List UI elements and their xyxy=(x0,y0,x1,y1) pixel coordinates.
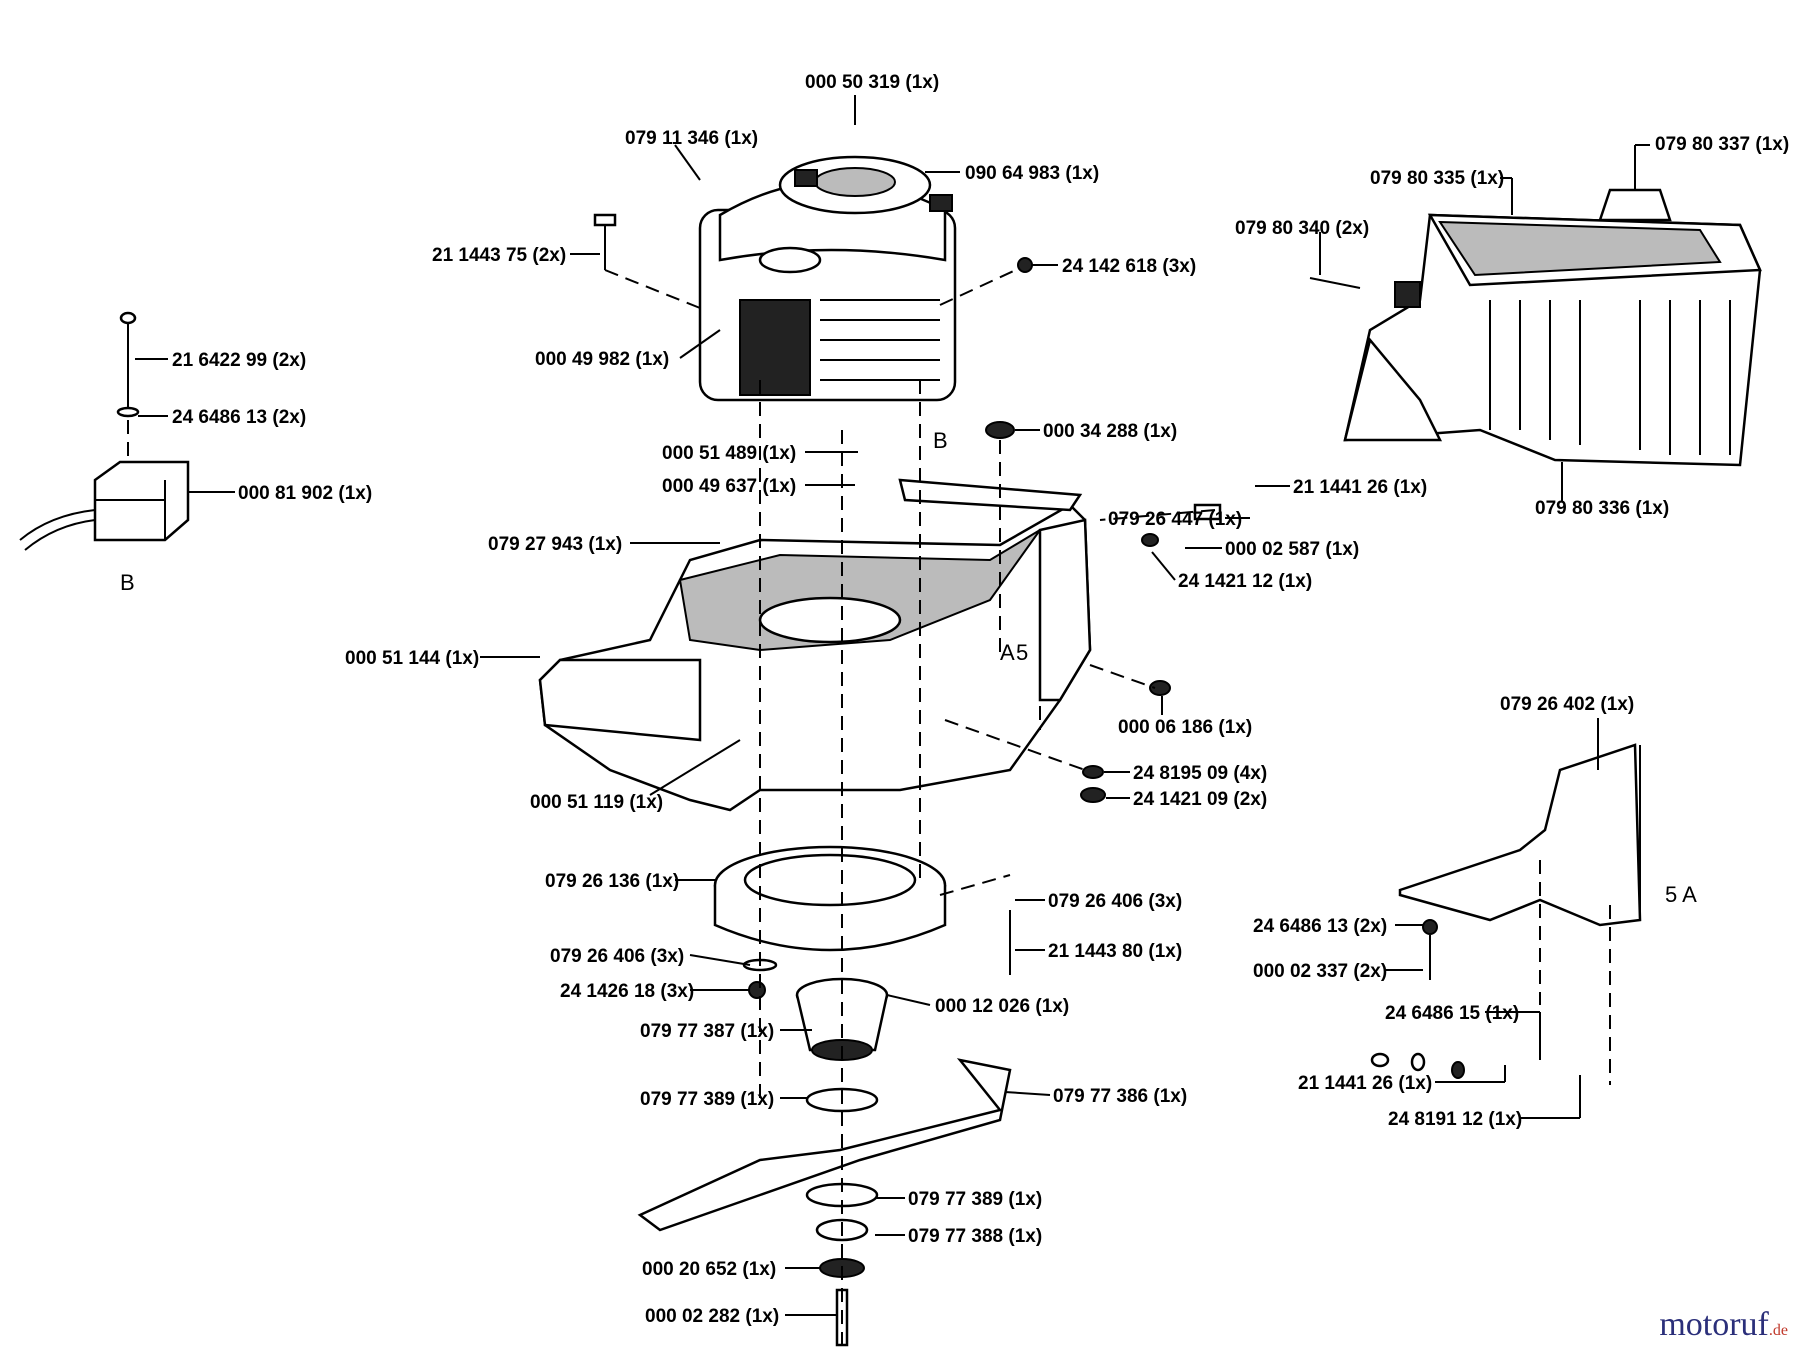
part-label: 079 26 406 (3x) xyxy=(1048,891,1182,912)
part-label: 079 77 389 (1x) xyxy=(908,1189,1042,1210)
part-label: 079 80 337 (1x) xyxy=(1655,134,1789,155)
part-label: 24 1421 09 (2x) xyxy=(1133,789,1267,810)
part-label: 24 6486 13 (2x) xyxy=(1253,916,1387,937)
fasteners xyxy=(593,213,1465,1079)
alignment-lines xyxy=(127,267,1611,1345)
part-label: 000 51 119 (1x) xyxy=(530,792,663,813)
part-label: 21 1443 75 (2x) xyxy=(432,245,566,266)
marker-letter: 5 A xyxy=(1665,882,1697,907)
height-adjuster-drawing xyxy=(19,311,190,551)
part-label: 24 6486 15 (1x) xyxy=(1385,1003,1519,1024)
part-label: 079 77 389 (1x) xyxy=(640,1089,774,1110)
part-label: 24 8191 12 (1x) xyxy=(1388,1109,1522,1130)
part-label: 079 77 386 (1x) xyxy=(1053,1086,1187,1107)
watermark-logo: motoruf.de xyxy=(1659,1306,1788,1343)
part-labels: 000 50 319 (1x) 079 11 346 (1x) 090 64 9… xyxy=(172,72,1789,1327)
marker-letter: A xyxy=(1000,640,1015,665)
part-label: 079 11 346 (1x) xyxy=(625,128,758,149)
grass-catcher-drawing xyxy=(1343,188,1762,467)
blade-hub-drawing xyxy=(637,977,1012,1347)
part-label: 079 77 388 (1x) xyxy=(908,1226,1042,1247)
part-label: 079 80 335 (1x) xyxy=(1370,168,1504,189)
engine-drawing xyxy=(698,155,957,402)
adapter-ring-drawing xyxy=(713,845,947,952)
part-label: 000 02 587 (1x) xyxy=(1225,539,1359,560)
side-deflector-drawing xyxy=(1398,743,1642,927)
marker-letter: B xyxy=(933,428,948,453)
part-label: 000 02 337 (2x) xyxy=(1253,961,1387,982)
part-label: 24 142 618 (3x) xyxy=(1062,256,1196,277)
part-label: 079 27 943 (1x) xyxy=(488,534,622,555)
part-label: 000 49 982 (1x) xyxy=(535,349,669,370)
part-label: 000 50 319 (1x) xyxy=(805,72,939,93)
part-label: 000 06 186 (1x) xyxy=(1118,717,1252,738)
part-label: 079 80 340 (2x) xyxy=(1235,218,1369,239)
part-label: 21 1443 80 (1x) xyxy=(1048,941,1182,962)
part-label: 000 51 489 (1x) xyxy=(662,443,796,464)
part-label: 000 12 026 (1x) xyxy=(935,996,1069,1017)
marker-letter: B xyxy=(120,570,135,595)
alignment-markers: B B A 5 5 A xyxy=(120,428,1697,907)
part-label: 079 26 447 (1x) xyxy=(1108,509,1242,530)
part-label: 090 64 983 (1x) xyxy=(965,163,1099,184)
part-label: 079 80 336 (1x) xyxy=(1535,498,1669,519)
part-label: 24 1421 12 (1x) xyxy=(1178,571,1312,592)
part-label: 079 26 406 (3x) xyxy=(550,946,684,967)
part-label: 079 26 402 (1x) xyxy=(1500,694,1634,715)
part-label: 079 26 136 (1x) xyxy=(545,871,679,892)
part-label: 24 8195 09 (4x) xyxy=(1133,763,1267,784)
part-label: 21 1441 26 (1x) xyxy=(1298,1073,1432,1094)
part-label: 000 81 902 (1x) xyxy=(238,483,372,504)
part-label: 21 6422 99 (2x) xyxy=(172,350,306,371)
part-label: 24 1426 18 (3x) xyxy=(560,981,694,1002)
part-label: 24 6486 13 (2x) xyxy=(172,407,306,428)
part-label: 079 77 387 (1x) xyxy=(640,1021,774,1042)
part-label: 000 20 652 (1x) xyxy=(642,1259,776,1280)
leader-lines xyxy=(135,95,1650,1316)
marker-letter: 5 xyxy=(1016,640,1028,665)
mower-deck-drawing xyxy=(538,478,1092,812)
part-label: 21 1441 26 (1x) xyxy=(1293,477,1427,498)
part-label: 000 51 144 (1x) xyxy=(345,648,479,669)
part-label: 000 49 637 (1x) xyxy=(662,476,796,497)
part-label: 000 02 282 (1x) xyxy=(645,1306,779,1327)
part-label: 000 34 288 (1x) xyxy=(1043,421,1177,442)
